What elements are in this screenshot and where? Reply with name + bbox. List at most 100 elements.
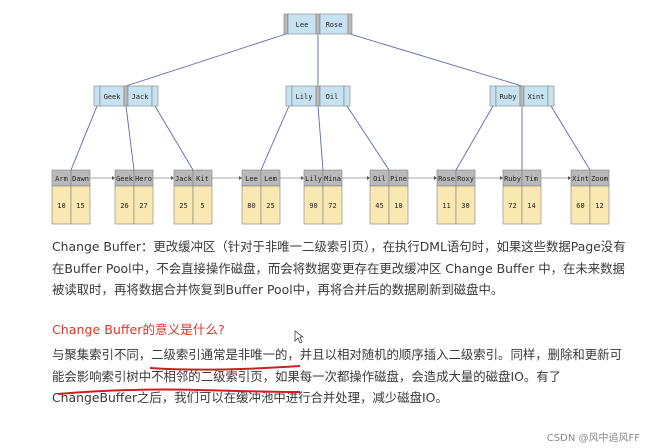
change-buffer-description: Change Buffer：更改缓冲区（针对于非唯一二级索引页），在执行DML语… xyxy=(52,239,626,297)
key-label: Kit xyxy=(196,175,209,183)
value-cell xyxy=(133,185,154,225)
key-label: Dawn xyxy=(72,175,89,183)
value-cell xyxy=(589,185,610,225)
pointer-cell xyxy=(547,85,555,107)
internal-node: Lily Oil xyxy=(285,85,351,107)
change-buffer-significance: 与聚集索引不同，二级索引通常是非唯一的，并且以相对随机的顺序插入二级索引。同样，… xyxy=(52,347,622,405)
root-node: Lee Rose xyxy=(283,13,353,35)
value-label: 60 xyxy=(576,202,584,210)
leaf-link-arrow-icon xyxy=(367,176,370,180)
leaf-link-arrow-icon xyxy=(301,176,304,180)
leaf-node: Lee Lem 80 25 xyxy=(241,169,281,225)
key-label: Rose xyxy=(438,175,455,183)
leaf-node: Oil Pine 45 10 xyxy=(369,169,409,225)
key-label: Rose xyxy=(326,21,343,29)
value-cell xyxy=(455,185,476,225)
leaf-link-arrow-icon xyxy=(239,176,242,180)
key-label: Ruby xyxy=(500,93,517,101)
pointer-cell xyxy=(489,85,497,107)
key-label: Lee xyxy=(245,175,258,183)
tree-edge xyxy=(317,105,324,171)
value-label: 72 xyxy=(508,202,516,210)
value-label: 5 xyxy=(200,202,204,210)
pointer-cell xyxy=(519,85,525,107)
key-label: Roxy xyxy=(457,175,474,183)
key-label: Geek xyxy=(104,93,122,101)
value-cell xyxy=(70,185,91,225)
pointer-cell xyxy=(123,85,129,107)
leaf-link-arrow-icon xyxy=(568,176,571,180)
tree-edge xyxy=(349,33,523,87)
key-label: Lee xyxy=(296,21,309,29)
value-label: 25 xyxy=(266,202,274,210)
internal-node: Ruby Xint xyxy=(489,85,555,107)
key-label: Jack xyxy=(175,175,193,183)
tree-edge xyxy=(125,33,287,87)
leaf-link-arrow-icon xyxy=(434,176,437,180)
value-label: 45 xyxy=(375,202,383,210)
pointer-cell xyxy=(347,13,353,35)
value-label: 10 xyxy=(57,202,65,210)
value-cell xyxy=(322,185,343,225)
value-cell xyxy=(521,185,542,225)
key-label: Jack xyxy=(132,93,150,101)
key-label: Lily xyxy=(305,175,322,183)
pointer-cell xyxy=(283,13,289,35)
key-label: Mina xyxy=(324,175,341,183)
value-label: 25 xyxy=(179,202,187,210)
key-label: Ruby xyxy=(504,175,521,183)
key-label: Oil xyxy=(373,175,386,183)
tree-edges xyxy=(70,33,591,180)
value-cell xyxy=(192,185,213,225)
key-label: Xint xyxy=(572,175,589,183)
value-label: 72 xyxy=(328,202,336,210)
value-label: 30 xyxy=(461,202,469,210)
key-label: Tim xyxy=(525,175,538,183)
value-cell xyxy=(260,185,281,225)
key-label: Lem xyxy=(264,175,277,183)
tree-edge xyxy=(455,105,494,171)
key-label: Pine xyxy=(390,175,407,183)
value-label: 27 xyxy=(139,202,147,210)
leaf-link-arrow-icon xyxy=(171,176,174,180)
pointer-cell xyxy=(93,85,101,107)
value-label: 14 xyxy=(527,202,535,210)
value-label: 15 xyxy=(76,202,84,210)
value-label: 26 xyxy=(120,202,128,210)
key-label: Geek xyxy=(116,175,134,183)
key-label: Lily xyxy=(296,93,313,101)
key-label: Xint xyxy=(528,93,545,101)
key-label: Zoom xyxy=(591,175,608,183)
internal-node: Geek Jack xyxy=(93,85,159,107)
tree-edge xyxy=(346,105,390,171)
value-label: 10 xyxy=(394,202,402,210)
key-label: Hero xyxy=(135,175,152,183)
leaf-link-arrow-icon xyxy=(500,176,503,180)
pointer-cell xyxy=(315,85,321,107)
pointer-cell xyxy=(315,13,321,35)
pointer-cell xyxy=(343,85,351,107)
leaf-node: Ruby Tim 72 14 xyxy=(502,169,542,225)
key-label: Arm xyxy=(55,175,68,183)
value-label: 11 xyxy=(442,202,450,210)
tree-edge xyxy=(154,105,194,171)
pointer-cell xyxy=(151,85,159,107)
section-heading: Change Buffer的意义是什么? xyxy=(52,322,225,337)
value-label: 90 xyxy=(309,202,317,210)
pointer-cell xyxy=(285,85,293,107)
value-cell xyxy=(388,185,409,225)
watermark: CSDN @风中追风FF xyxy=(546,433,640,444)
tree-edge xyxy=(260,105,290,171)
value-label: 80 xyxy=(247,202,255,210)
cursor-icon xyxy=(294,330,304,344)
tree-edge xyxy=(70,105,98,171)
tree-edge xyxy=(125,105,135,171)
key-label: Oil xyxy=(326,93,339,101)
